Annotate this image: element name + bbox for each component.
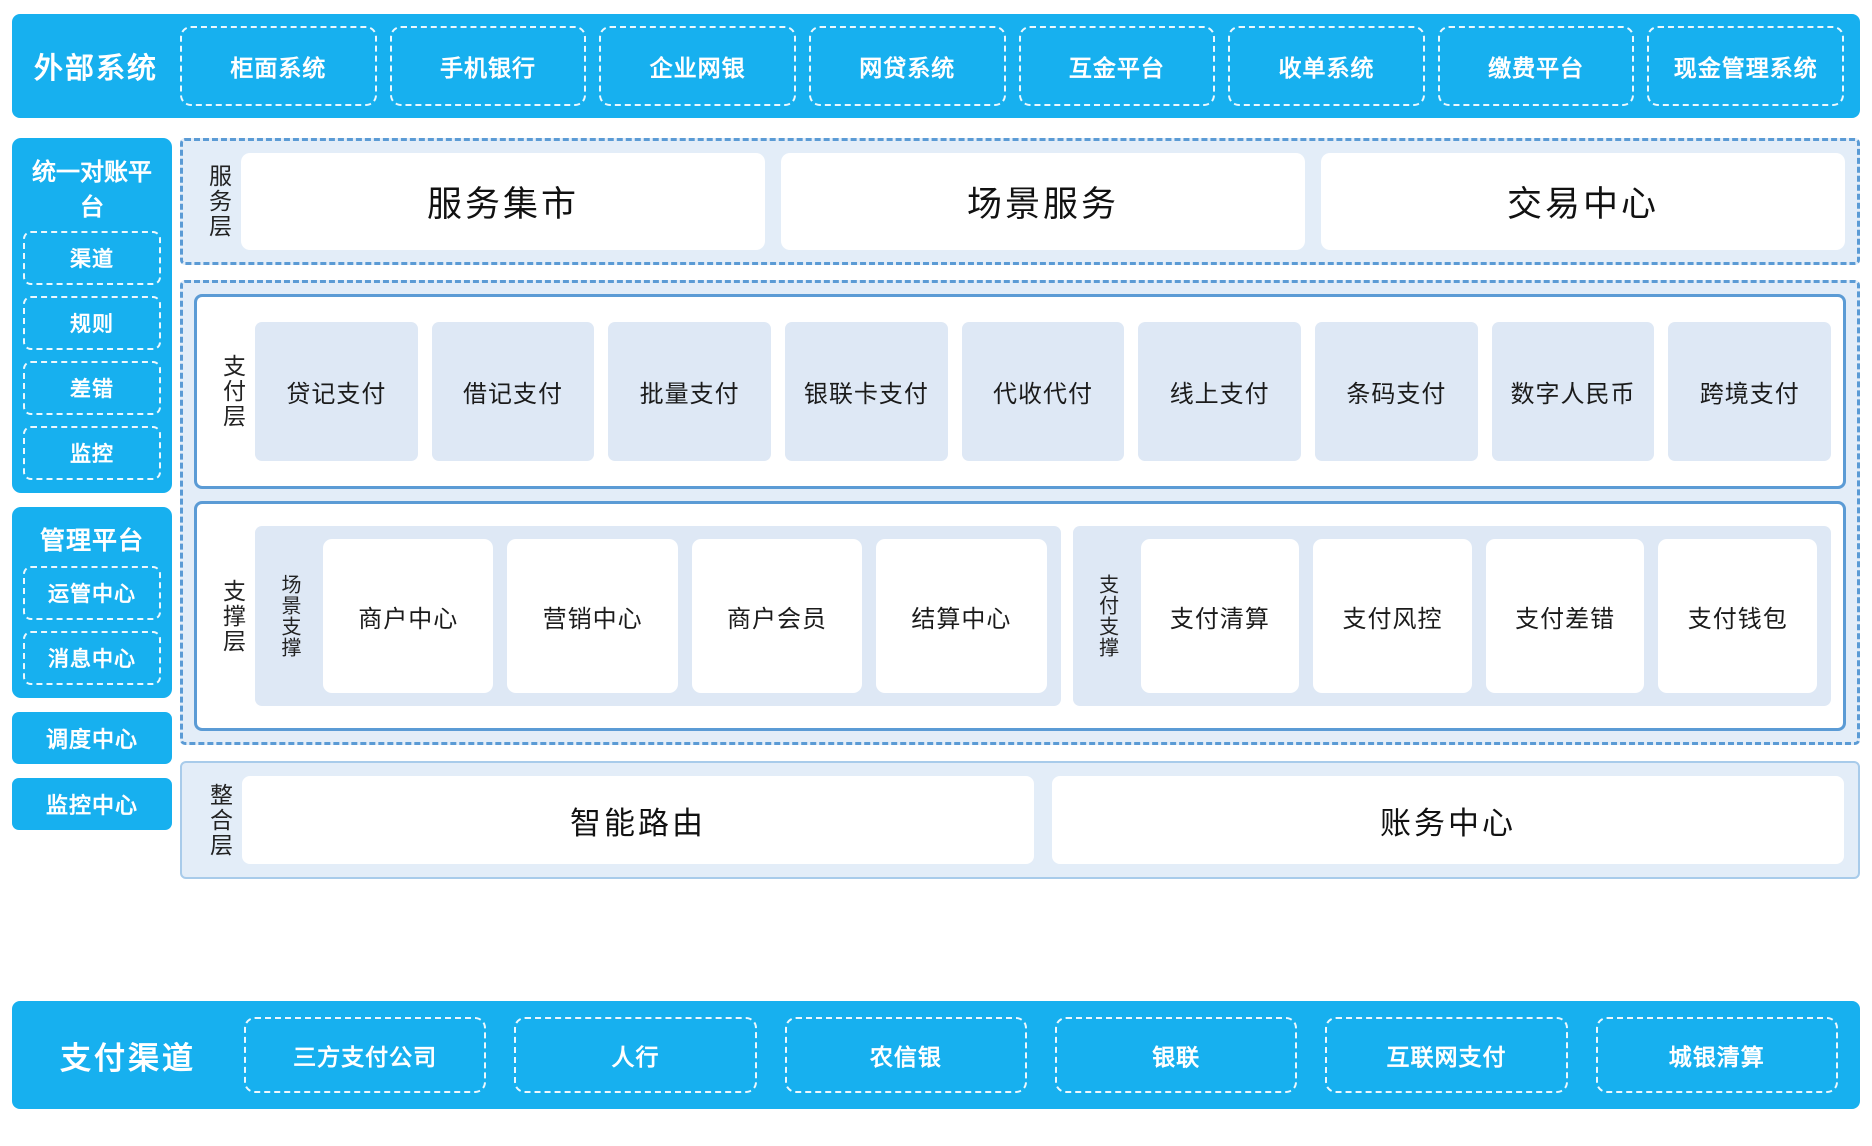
payment-layer-label: 支付层 (219, 354, 246, 429)
sidebar-item-scheduling-center[interactable]: 调度中心 (12, 712, 172, 764)
support-box-payment-clearing[interactable]: 支付清算 (1140, 539, 1300, 693)
support-layer-row: 支撑层 场景支撑 商户中心 营销中心 商户会员 结算中心 支付支撑 支付清算 支… (194, 501, 1846, 731)
payment-channel-item[interactable]: 三方支付公司 (244, 1017, 487, 1093)
external-system-item[interactable]: 收单系统 (1228, 26, 1425, 106)
support-layer-label: 支撑层 (219, 578, 246, 654)
payment-box-online[interactable]: 线上支付 (1138, 322, 1302, 461)
service-layer-boxes: 服务集市 场景服务 交易中心 (241, 153, 1845, 250)
integration-layer-label: 整合层 (206, 782, 233, 858)
payment-channels-title: 支付渠道 (60, 1040, 196, 1076)
external-systems-list: 柜面系统 手机银行 企业网银 网贷系统 互金平台 收单系统 缴费平台 现金管理系… (180, 26, 1850, 106)
sidebar-item-monitoring-center[interactable]: 监控中心 (12, 778, 172, 830)
recon-platform-card: 统一对账平台 渠道 规则 差错 监控 (12, 138, 172, 493)
mgmt-platform-item-message[interactable]: 消息中心 (23, 631, 161, 685)
payment-box-digital-rmb[interactable]: 数字人民币 (1491, 322, 1655, 461)
mgmt-platform-title: 管理平台 (39, 527, 144, 555)
payment-channel-item[interactable]: 城银清算 (1595, 1017, 1838, 1093)
recon-platform-item-error[interactable]: 差错 (23, 361, 161, 415)
recon-platform-item-monitor[interactable]: 监控 (23, 426, 161, 480)
support-box-payment-riskctl[interactable]: 支付风控 (1313, 539, 1472, 693)
support-box-payment-error[interactable]: 支付差错 (1485, 539, 1645, 693)
support-box-payment-wallet[interactable]: 支付钱包 (1658, 539, 1817, 693)
payment-layer-row: 支付层 贷记支付 借记支付 批量支付 银联卡支付 代收代付 线上支付 条码支付 … (194, 294, 1846, 489)
service-box-market[interactable]: 服务集市 (241, 153, 765, 250)
mgmt-platform-card: 管理平台 运管中心 消息中心 (12, 507, 172, 698)
payment-box-batch[interactable]: 批量支付 (608, 322, 772, 461)
payment-channels-bar: 支付渠道 三方支付公司 人行 农信银 银联 互联网支付 城银清算 (12, 1001, 1860, 1109)
support-group-scenario-label: 场景支撑 (278, 574, 300, 658)
payment-layer-boxes: 贷记支付 借记支付 批量支付 银联卡支付 代收代付 线上支付 条码支付 数字人民… (255, 307, 1832, 476)
payment-channels-list: 三方支付公司 人行 农信银 银联 互联网支付 城银清算 (244, 1017, 1860, 1093)
payment-box-unionpay-card[interactable]: 银联卡支付 (785, 322, 948, 461)
external-system-item[interactable]: 企业网银 (599, 26, 796, 106)
support-layer-groups: 场景支撑 商户中心 营销中心 商户会员 结算中心 支付支撑 支付清算 支付风控 … (255, 514, 1831, 718)
integration-layer-boxes: 智能路由 账务中心 (242, 776, 1844, 864)
external-system-item[interactable]: 柜面系统 (180, 26, 377, 106)
service-box-transaction[interactable]: 交易中心 (1321, 153, 1845, 250)
payment-channel-item[interactable]: 人行 (514, 1017, 757, 1093)
external-system-item[interactable]: 网贷系统 (808, 26, 1006, 106)
recon-platform-item-rule[interactable]: 规则 (23, 296, 161, 350)
payment-box-credit[interactable]: 贷记支付 (255, 322, 418, 461)
external-systems-title: 外部系统 (33, 53, 158, 85)
external-system-item[interactable]: 手机银行 (389, 26, 587, 106)
integration-box-accounting-center[interactable]: 账务中心 (1052, 776, 1844, 864)
support-group-payment: 支付支撑 支付清算 支付风控 支付差错 支付钱包 (1072, 526, 1831, 706)
external-system-item[interactable]: 互金平台 (1018, 26, 1216, 106)
support-box-settlement-center[interactable]: 结算中心 (876, 539, 1047, 693)
payment-box-cross-border[interactable]: 跨境支付 (1668, 322, 1832, 461)
service-layer-container: 服务层 服务集市 场景服务 交易中心 (180, 138, 1860, 265)
payment-support-container: 支付层 贷记支付 借记支付 批量支付 银联卡支付 代收代付 线上支付 条码支付 … (180, 280, 1860, 745)
payment-box-collection-payment[interactable]: 代收代付 (961, 322, 1125, 461)
recon-platform-title: 统一对账平台 (32, 159, 152, 221)
recon-platform-item-channel[interactable]: 渠道 (23, 231, 161, 285)
payment-box-debit[interactable]: 借记支付 (431, 322, 595, 461)
payment-box-barcode[interactable]: 条码支付 (1315, 322, 1478, 461)
integration-layer-container: 整合层 智能路由 账务中心 (180, 761, 1860, 879)
integration-box-smart-routing[interactable]: 智能路由 (242, 776, 1034, 864)
support-box-merchant-member[interactable]: 商户会员 (691, 539, 863, 693)
external-systems-bar: 外部系统 柜面系统 手机银行 企业网银 网贷系统 互金平台 收单系统 缴费平台 … (12, 14, 1860, 118)
payment-channel-item[interactable]: 农信银 (784, 1017, 1027, 1093)
support-group-scenario: 场景支撑 商户中心 营销中心 商户会员 结算中心 (255, 526, 1061, 706)
support-box-merchant-center[interactable]: 商户中心 (323, 539, 494, 693)
payment-channel-item[interactable]: 互联网支付 (1325, 1017, 1568, 1093)
mgmt-platform-item-ops[interactable]: 运管中心 (23, 566, 161, 620)
service-layer-label: 服务层 (205, 164, 232, 239)
support-group-payment-label: 支付支撑 (1095, 574, 1118, 658)
main-column: 服务层 服务集市 场景服务 交易中心 支付层 贷记支付 借记支付 批量支付 银联… (180, 138, 1860, 893)
sidebar: 统一对账平台 渠道 规则 差错 监控 管理平台 运管中心 消息中心 调度中心 监… (12, 138, 172, 844)
external-system-item[interactable]: 现金管理系统 (1647, 26, 1844, 106)
service-box-scenario[interactable]: 场景服务 (781, 153, 1305, 250)
payment-channel-item[interactable]: 银联 (1054, 1017, 1298, 1093)
external-system-item[interactable]: 缴费平台 (1437, 26, 1635, 106)
support-box-marketing-center[interactable]: 营销中心 (507, 539, 678, 693)
